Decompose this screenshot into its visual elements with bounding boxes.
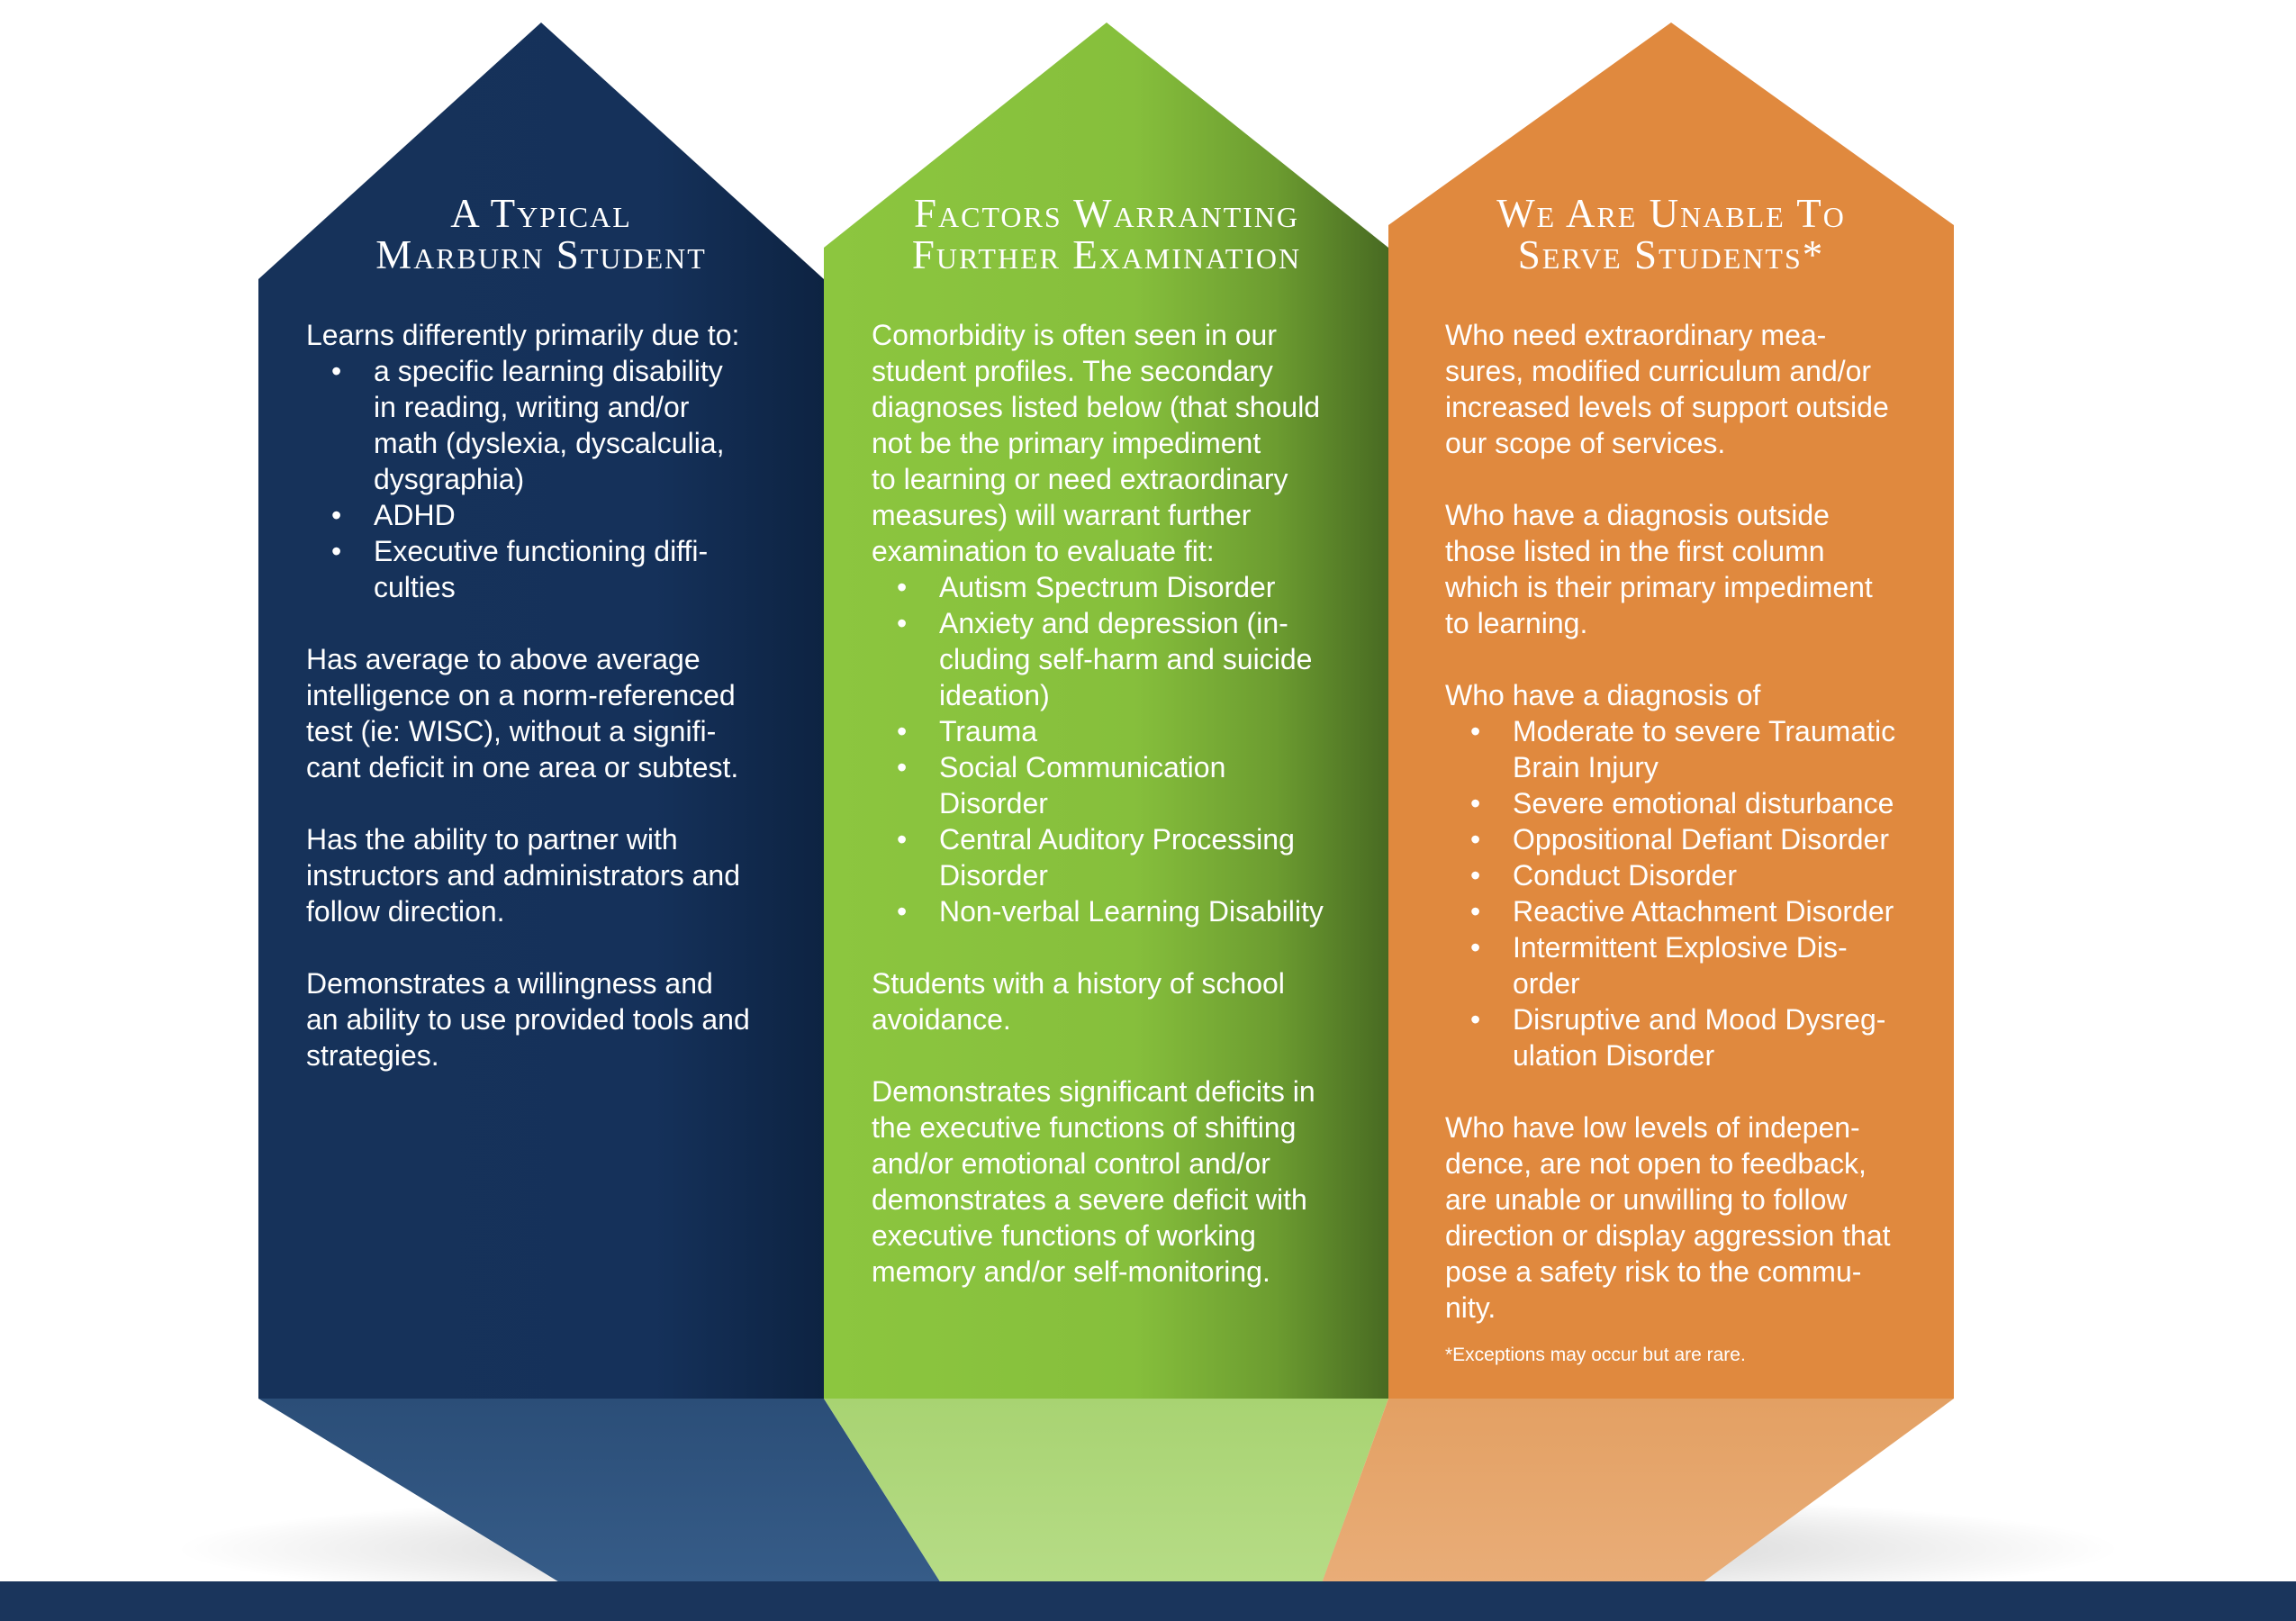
green-pillar	[824, 23, 1388, 1399]
list-item: • Trauma	[872, 713, 1385, 749]
heading-line-2: Further Examination	[911, 232, 1302, 277]
green-pillar-foot	[824, 1399, 1388, 1583]
bullet-icon: •	[331, 499, 342, 531]
paragraph: Demonstrates significant deficits in the…	[872, 1075, 1315, 1288]
paragraph-gap	[1445, 641, 1949, 677]
list-item-text: Oppositional Defiant Disorder	[1513, 823, 1889, 856]
list-item: • Severe emotional disturbance	[1445, 785, 1949, 821]
bullet-icon: •	[1470, 859, 1481, 892]
paragraph-gap	[872, 1037, 1385, 1073]
column-factors-warranting: Comorbidity is often seen in our student…	[872, 317, 1385, 1290]
list-item: • Intermittent Explosive Dis- order	[1445, 929, 1949, 1001]
list-item-text: Social Communication Disorder	[939, 751, 1226, 820]
list-item: • Moderate to severe Traumatic Brain Inju…	[1445, 713, 1949, 785]
paragraph: Who have low levels of indepen- dence, a…	[1445, 1111, 1891, 1324]
list-item: • Social Communication Disorder	[872, 749, 1385, 821]
list-item: • Reactive Attachment Disorder	[1445, 893, 1949, 929]
bullet-list: • Autism Spectrum Disorder • Anxiety and de…	[872, 569, 1385, 929]
paragraph: Demonstrates a willingness and an abilit…	[306, 967, 750, 1072]
heading-factors-warranting: Factors Warranting Further Examination	[842, 193, 1371, 276]
paragraph: Has the ability to partner with instruct…	[306, 823, 740, 928]
paragraph: Who have a diagnosis of	[1445, 679, 1761, 711]
navy-pillar	[258, 23, 824, 1399]
heading-line-2: Serve Students*	[1517, 232, 1825, 277]
bullet-list: • a specific learning disability in readi…	[306, 353, 810, 605]
paragraph-gap	[306, 785, 810, 821]
paragraph: Who need extraordinary mea- sures, modif…	[1445, 319, 1889, 459]
list-item-text: Severe emotional disturbance	[1513, 787, 1894, 820]
list-item: • ADHD	[306, 497, 810, 533]
orange-pillar-foot	[1322, 1399, 1954, 1583]
list-item-text: Autism Spectrum Disorder	[939, 571, 1276, 603]
bullet-icon: •	[1470, 931, 1481, 964]
bullet-icon: •	[331, 535, 342, 567]
list-item: • Anxiety and depression (in- cluding sel…	[872, 605, 1385, 713]
heading-typical-student: A Typical Marburn Student	[276, 193, 806, 276]
paragraph-gap	[872, 929, 1385, 965]
paragraph: Comorbidity is often seen in our student…	[872, 319, 1321, 567]
paragraph: Has average to above average intelligenc…	[306, 643, 739, 783]
bottom-bar	[0, 1581, 2296, 1621]
bullet-icon: •	[897, 751, 908, 783]
orange-pillar	[1388, 23, 1954, 1399]
paragraph: Learns differently primarily due to:	[306, 319, 740, 351]
list-item: • Conduct Disorder	[1445, 857, 1949, 893]
list-item-text: Central Auditory Processing Disorder	[939, 823, 1295, 892]
list-item-text: Intermittent Explosive Dis- order	[1513, 931, 1848, 1000]
paragraph-gap	[306, 605, 810, 641]
bullet-icon: •	[897, 823, 908, 856]
list-item-text: Executive functioning diffi- culties	[374, 535, 709, 603]
column-unable-to-serve: Who need extraordinary mea- sures, modif…	[1445, 317, 1949, 1369]
paragraph: Who have a diagnosis outside those liste…	[1445, 499, 1873, 639]
list-item: • Autism Spectrum Disorder	[872, 569, 1385, 605]
list-item-text: Trauma	[939, 715, 1038, 747]
list-item-text: ADHD	[374, 499, 456, 531]
bullet-icon: •	[1470, 895, 1481, 928]
bullet-icon: •	[1470, 715, 1481, 747]
list-item: • Oppositional Defiant Disorder	[1445, 821, 1949, 857]
list-item: • Central Auditory Processing Disorder	[872, 821, 1385, 893]
list-item: • Non-verbal Learning Disability	[872, 893, 1385, 929]
bullet-icon: •	[1470, 1003, 1481, 1036]
list-item-text: Moderate to severe Traumatic Brain Injur…	[1513, 715, 1896, 783]
list-item-text: Anxiety and depression (in- cluding self…	[939, 607, 1313, 711]
list-item: • a specific learning disability in readi…	[306, 353, 810, 497]
bullet-icon: •	[1470, 823, 1481, 856]
bullet-icon: •	[897, 895, 908, 928]
column-typical-student: Learns differently primarily due to: • a s…	[306, 317, 810, 1073]
paragraph: Students with a history of school avoida…	[872, 967, 1285, 1036]
list-item-text: Non-verbal Learning Disability	[939, 895, 1324, 928]
bullet-icon: •	[897, 571, 908, 603]
heading-unable-to-serve: We Are Unable To Serve Students*	[1406, 193, 1936, 276]
heading-line-2: Marburn Student	[375, 232, 707, 277]
paragraph-gap	[1445, 1073, 1949, 1109]
bullet-icon: •	[1470, 787, 1481, 820]
paragraph-gap	[1445, 461, 1949, 497]
bullet-list: • Moderate to severe Traumatic Brain Inju…	[1445, 713, 1949, 1073]
heading-line-1: Factors Warranting	[913, 191, 1300, 236]
list-item: • Executive functioning diffi- culties	[306, 533, 810, 605]
list-item: • Disruptive and Mood Dysreg- ulation Dis…	[1445, 1001, 1949, 1073]
list-item-text: Reactive Attachment Disorder	[1513, 895, 1894, 928]
list-item-text: Disruptive and Mood Dysreg- ulation Diso…	[1513, 1003, 1886, 1072]
heading-line-1: We Are Unable To	[1496, 191, 1846, 236]
bullet-icon: •	[331, 355, 342, 387]
list-item-text: Conduct Disorder	[1513, 859, 1737, 892]
bullet-icon: •	[897, 607, 908, 639]
navy-pillar-foot	[258, 1399, 941, 1583]
paragraph-gap	[306, 929, 810, 965]
footnote: *Exceptions may occur but are rare.	[1445, 1345, 1746, 1365]
bullet-icon: •	[897, 715, 908, 747]
heading-line-1: A Typical	[450, 191, 632, 236]
list-item-text: a specific learning disability in readin…	[374, 355, 725, 495]
